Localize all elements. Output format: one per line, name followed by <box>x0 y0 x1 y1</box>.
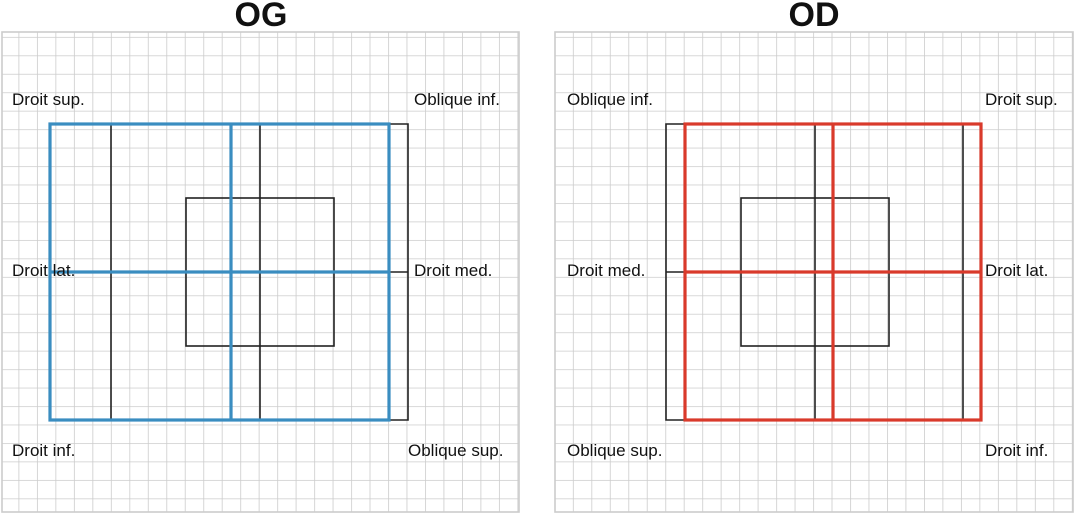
left-blue-field <box>48 122 391 422</box>
right-label-bottom-left: Oblique sup. <box>567 441 663 460</box>
right-label-top-right: Droit sup. <box>985 90 1058 109</box>
left-label-bottom-left: Droit inf. <box>12 441 76 460</box>
right-label-top-left: Oblique inf. <box>567 90 653 109</box>
left-panel-title: OG <box>234 0 288 34</box>
left-label-mid-left: Droit lat. <box>12 261 76 280</box>
left-label-bottom-right: Oblique sup. <box>408 441 504 460</box>
right-panel-title: OD <box>788 0 840 34</box>
right-label-mid-right: Droit lat. <box>985 261 1049 280</box>
right-label-mid-left: Droit med. <box>567 261 646 280</box>
left-label-top-left: Droit sup. <box>12 90 85 109</box>
right-red-field <box>683 122 983 422</box>
right-label-bottom-right: Droit inf. <box>985 441 1049 460</box>
left-label-mid-right: Droit med. <box>414 261 493 280</box>
left-label-top-right: Oblique inf. <box>414 90 500 109</box>
